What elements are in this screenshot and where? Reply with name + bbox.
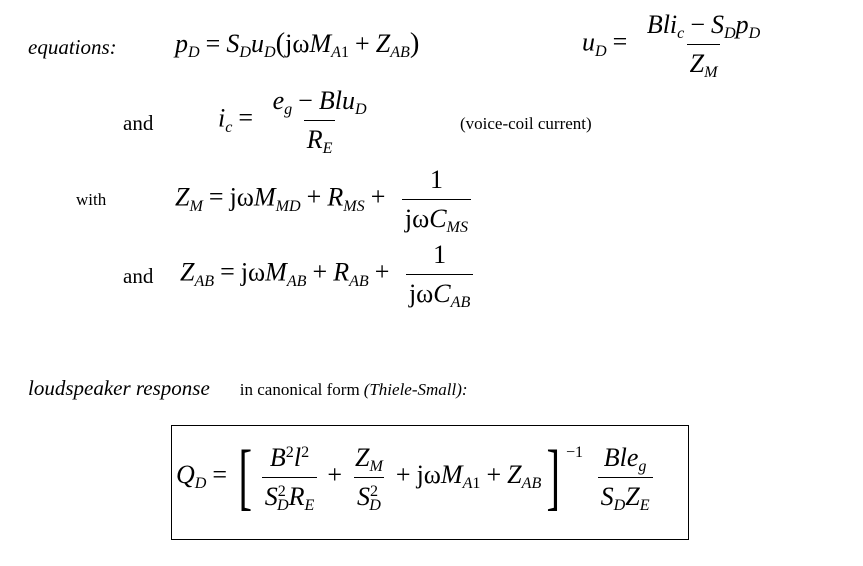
equations-label: equations: <box>28 35 117 59</box>
and-label-2: and <box>123 264 154 288</box>
thiele-small-label: (Thiele-Small): <box>363 380 468 399</box>
current-equation: ic= eg−BluD RE <box>218 86 367 158</box>
and-label-1: and <box>123 111 154 135</box>
velocity-equation: uD= Blic−SDpD ZM <box>582 10 761 82</box>
canonical-form-label: in canonical form <box>239 380 360 399</box>
mechanical-impedance-equation: ZM=jωMMD+RMS+ 1 jωCMS <box>175 165 475 236</box>
loudspeaker-response-heading: loudspeaker response in canonical form (… <box>28 376 468 401</box>
loudspeaker-response-label: loudspeaker response <box>28 376 210 400</box>
pressure-equation: pD=SDuD(jωMA1+ZAB) <box>175 28 420 62</box>
with-label: with <box>76 190 107 209</box>
canonical-equation-box <box>171 425 689 540</box>
canonical-equation: QD=[ B2l2 S2DRE + ZM S2D +jωMA1+ZAB]−1 B… <box>176 440 657 514</box>
voice-coil-note: (voice-coil current) <box>460 114 592 133</box>
acoustic-impedance-equation: ZAB=jωMAB+RAB+ 1 jωCAB <box>180 240 477 311</box>
